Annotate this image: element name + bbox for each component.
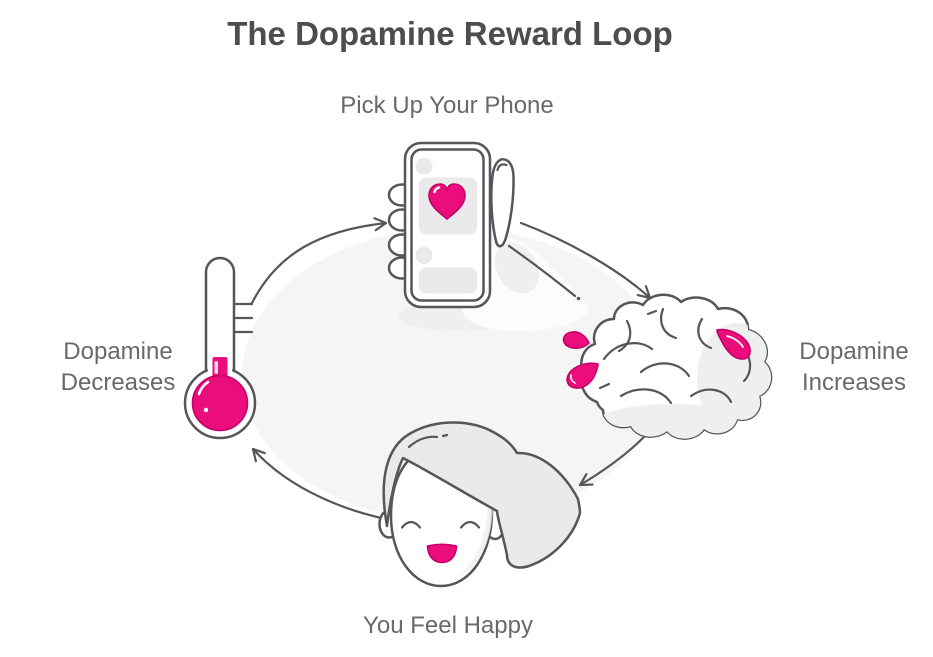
- screen-avatar-1: [415, 157, 433, 175]
- happy-face-icon: [378, 421, 582, 588]
- arrow-phone-to-brain-icon: [519, 221, 652, 300]
- droplet-shine-2: [570, 374, 576, 384]
- thumbnail-line: [496, 163, 508, 172]
- heart-like-icon: [428, 183, 466, 220]
- label-pick-up-phone: Pick Up Your Phone: [340, 92, 554, 119]
- hair-shine: [407, 433, 449, 449]
- hair: [382, 421, 582, 569]
- dopamine-droplet-right: [716, 328, 751, 360]
- droplet-shine: [726, 335, 744, 348]
- thermometer-mercury-bulb: [191, 374, 249, 432]
- label-dopamine-decreases: Dopamine Decreases: [60, 338, 176, 396]
- smiling-mouth: [426, 543, 458, 564]
- mercury-shine: [214, 361, 218, 374]
- dopamine-droplet-left-small: [562, 331, 590, 349]
- wrist-line: [507, 244, 577, 298]
- screen-avatar-2: [415, 247, 433, 264]
- dopamine-droplet-left-large: [566, 362, 599, 389]
- bulb-shine-dot: [203, 407, 209, 413]
- palm-shading: [494, 242, 540, 294]
- thermometer-icon: [183, 256, 257, 440]
- label-you-feel-happy: You Feel Happy: [363, 612, 533, 639]
- page-title: The Dopamine Reward Loop: [227, 15, 673, 52]
- right-eye: [459, 520, 481, 529]
- arrow-decrease-to-phone-icon: [250, 217, 388, 305]
- thumb: [490, 158, 515, 248]
- screen-post-tile-2: [419, 267, 477, 294]
- label-dopamine-increases: Dopamine Increases: [799, 338, 909, 396]
- bulb-shine-arc: [197, 380, 210, 396]
- left-eye: [400, 520, 422, 529]
- heart-shine: [433, 186, 441, 194]
- brain-gyri-lines: [598, 307, 752, 405]
- thermometer-ticks: [234, 302, 254, 334]
- wrist-line-dot: [576, 296, 581, 301]
- hand-holding-phone-icon: [387, 141, 589, 332]
- arrow-brain-to-happy-icon: [578, 434, 647, 487]
